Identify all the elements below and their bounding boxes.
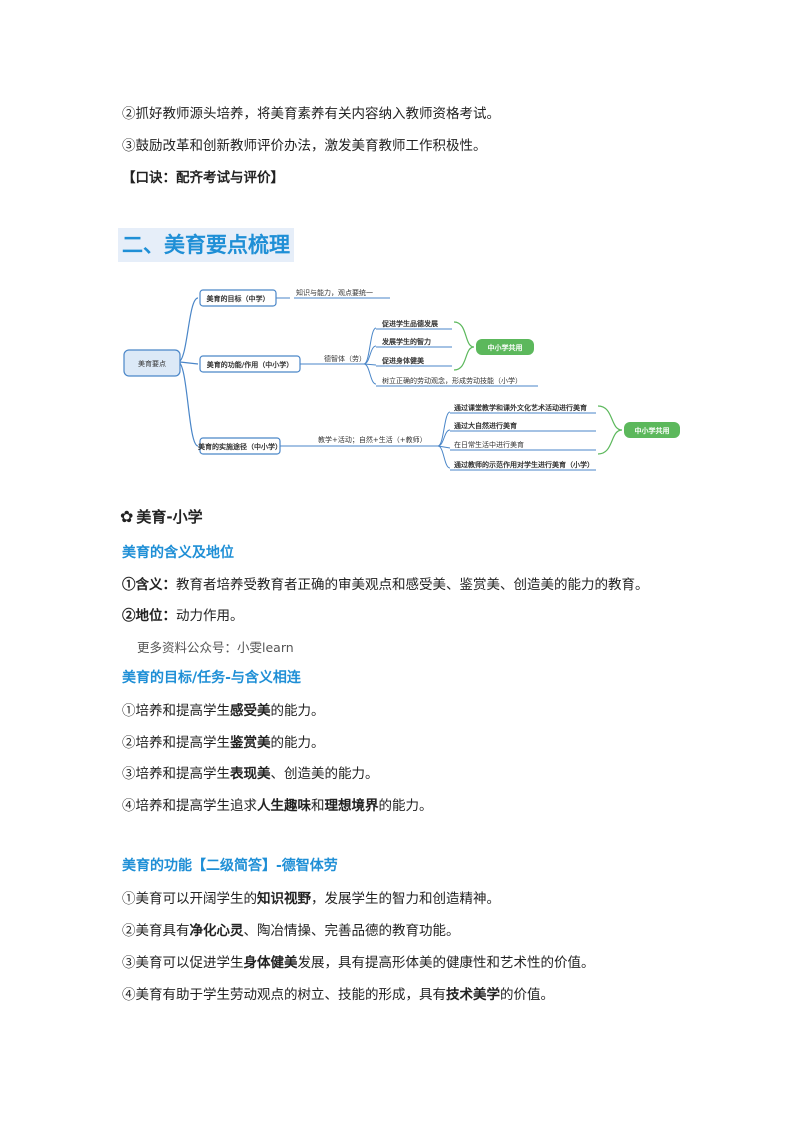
mindmap-b3-item-1: 通过课堂教学和课外文化艺术活动进行美育 [454,403,587,412]
mindmap-b2-item-3: 促进身体健美 [381,356,425,365]
meaning-label-2: ②地位： [122,608,176,624]
sub-title-text: 美育-小学 [136,508,203,526]
goal-item-1: ①培养和提高学生感受美的能力。 [122,703,325,719]
mindmap-b2-item-1: 促进学生品德发展 [381,319,439,328]
mind-map: 美育要点 美育的目标（中学） 知识与能力，观点要统一 美育的功能/作用（中小学）… [123,288,680,471]
text-item-3: ③鼓励改革和创新教师评价办法，激发美育教师工作积极性。 [122,138,487,154]
meaning-item-2: ②地位：动力作用。 [122,606,244,626]
flower-icon: ✿ [120,507,134,526]
mindmap-tag-2 [624,422,680,438]
function-item-1: ①美育可以开阔学生的知识视野，发展学生的智力和创造精神。 [122,891,500,907]
goal-item-3: ③培养和提高学生表现美、创造美的能力。 [122,766,379,782]
goal-heading: 美育的目标/任务-与含义相连 [122,670,301,686]
promo-text: 更多资料公众号：小雯learn [137,640,294,655]
meaning-text-2: 动力作用。 [176,608,244,624]
section-title: 二、美育要点梳理 [118,228,294,262]
mindmap-tag-2-label: 中小学共用 [635,426,670,435]
mindmap-branch-1-label: 美育的目标（中学） [207,294,270,303]
mindmap-b2-item-4: 树立正确的劳动观念，形成劳动技能（小学） [382,376,522,385]
mindmap-root-label: 美育要点 [138,359,166,368]
mindmap-b2-item-2: 发展学生的智力 [381,337,431,346]
goal-item-4: ④培养和提高学生追求人生趣味和理想境界的能力。 [122,798,433,814]
mindmap-b3-item-4: 通过教师的示范作用对学生进行美育（小学） [454,460,594,469]
meaning-heading: 美育的含义及地位 [122,545,234,561]
goal-item-2: ②培养和提高学生鉴赏美的能力。 [122,735,325,751]
mnemonic: 【口诀：配齐考试与评价】 [122,170,284,186]
mindmap-branch-2-note: 德智体（劳） [324,354,366,363]
mindmap-tag-1-label: 中小学共用 [488,343,523,352]
mindmap-b3-item-3: 在日常生活中进行美育 [454,440,524,449]
mindmap-tag-1 [476,339,534,355]
mindmap-branch-1-note: 知识与能力，观点要统一 [296,288,373,297]
function-item-3: ③美育可以促进学生身体健美发展，具有提高形体美的健康性和艺术性的价值。 [122,955,595,971]
mindmap-root [123,349,181,377]
text-item-2: ②抓好教师源头培养，将美育素养有关内容纳入教师资格考试。 [122,106,500,122]
meaning-label-1: ①含义： [122,577,176,593]
mindmap-branch-3-label: 美育的实施途径（中小学） [198,442,282,451]
function-item-4: ④美育有助于学生劳动观点的树立、技能的形成，具有技术美学的价值。 [122,987,554,1003]
function-heading: 美育的功能【二级简答】-德智体劳 [122,858,338,874]
mindmap-branch-2-label: 美育的功能/作用（中小学） [207,360,294,369]
meaning-text-1: 教育者培养受教育者正确的审美观点和感受美、鉴赏美、创造美的能力的教育。 [176,577,649,593]
mindmap-b3-item-2: 通过大自然进行美育 [454,421,517,430]
mindmap-branch-3-note: 教学+活动；自然+生活（+教师） [318,435,427,444]
sub-title: ✿ 美育-小学 [120,506,203,528]
meaning-item-1: ①含义：教育者培养受教育者正确的审美观点和感受美、鉴赏美、创造美的能力的教育。 [122,575,649,595]
function-item-2: ②美育具有净化心灵、陶冶情操、完善品德的教育功能。 [122,923,460,939]
